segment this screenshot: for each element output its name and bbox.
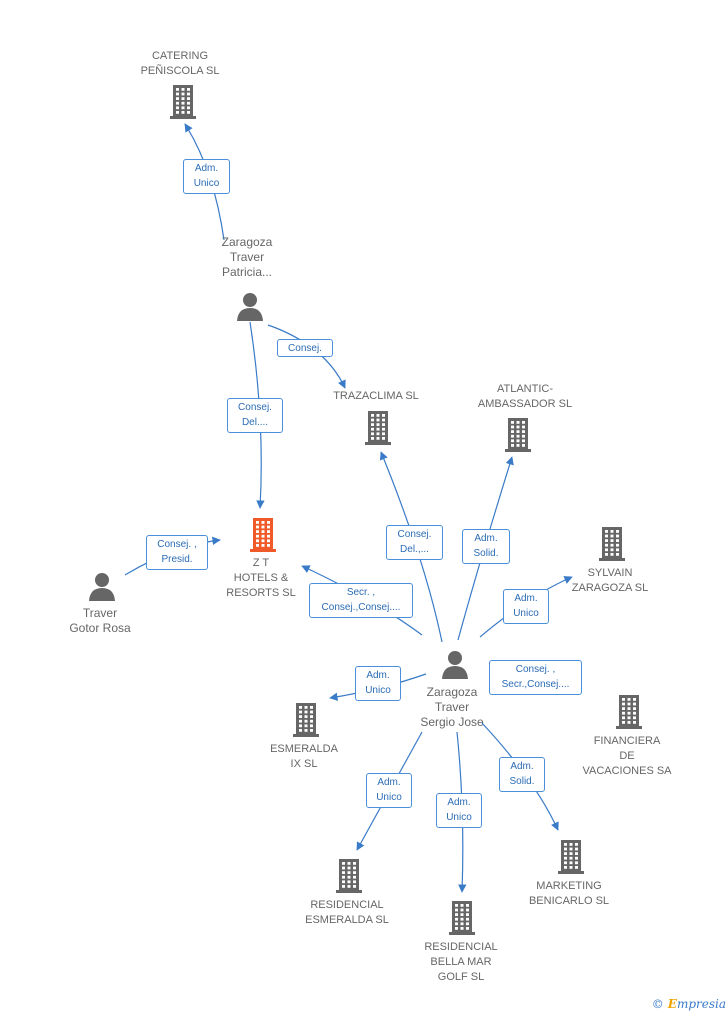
building-icon[interactable] [614, 695, 644, 734]
company-name[interactable]: Z T HOTELS & RESORTS SL [226, 557, 296, 599]
edge-label-sergio-resbellamar[interactable]: Adm. Unico [436, 793, 482, 828]
person-name[interactable]: Traver Gotor Rosa [69, 606, 131, 635]
building-icon[interactable] [248, 518, 278, 557]
edge-label-sergio-resesmeralda[interactable]: Adm. Unico [366, 773, 412, 808]
edge-label-patricia-trazaclima[interactable]: Consej. [277, 339, 333, 357]
person-icon[interactable] [440, 649, 470, 684]
building-icon[interactable] [363, 411, 393, 450]
building-icon[interactable] [291, 703, 321, 742]
person-icon[interactable] [87, 571, 117, 606]
edge-label-sergio-sylvain[interactable]: Adm. Unico [503, 589, 549, 624]
edge-label-traver-zthotels[interactable]: Consej. , Presid. [146, 535, 208, 570]
building-icon[interactable] [447, 901, 477, 940]
company-name[interactable]: RESIDENCIAL BELLA MAR GOLF SL [424, 941, 498, 983]
edge-label-sergio-trazaclima[interactable]: Consej. Del.,... [386, 525, 443, 560]
edge-label-sergio-atlantic[interactable]: Adm. Solid. [462, 529, 510, 564]
edge-label-sergio-marketing[interactable]: Adm. Solid. [499, 757, 545, 792]
empresia-watermark: ©Empresia [651, 997, 726, 1011]
edge-label-sergio-esmeralda[interactable]: Adm. Unico [355, 666, 401, 701]
building-icon[interactable] [556, 840, 586, 879]
person-icon[interactable] [235, 291, 265, 326]
edge-label-sergio-financiera[interactable]: Consej. , Secr.,Consej.... [489, 660, 582, 695]
company-name[interactable]: CATERING PEÑISCOLA SL [140, 50, 220, 77]
company-name[interactable]: ESMERALDA IX SL [270, 743, 338, 770]
company-name[interactable]: TRAZACLIMA SL [333, 390, 419, 402]
company-name[interactable]: FINANCIERA DE VACACIONES SA [582, 735, 672, 777]
person-name[interactable]: Zaragoza Traver Patricia... [221, 235, 273, 279]
edge-label-patricia-catering[interactable]: Adm. Unico [183, 159, 230, 194]
edge-label-sergio-zthotels[interactable]: Secr. , Consej.,Consej.... [309, 583, 413, 618]
person-name[interactable]: Zaragoza Traver Sergio Jose [420, 685, 484, 729]
company-name[interactable]: SYLVAIN ZARAGOZA SL [571, 567, 649, 594]
company-name[interactable]: ATLANTIC- AMBASSADOR SL [477, 383, 573, 410]
building-icon[interactable] [503, 418, 533, 457]
building-icon[interactable] [334, 859, 364, 898]
company-name[interactable]: RESIDENCIAL ESMERALDA SL [305, 899, 389, 926]
edge-label-patricia-zthotels[interactable]: Consej. Del.... [227, 398, 283, 433]
building-icon[interactable] [597, 527, 627, 566]
building-icon[interactable] [168, 85, 198, 124]
company-name[interactable]: MARKETING BENICARLO SL [528, 880, 610, 907]
